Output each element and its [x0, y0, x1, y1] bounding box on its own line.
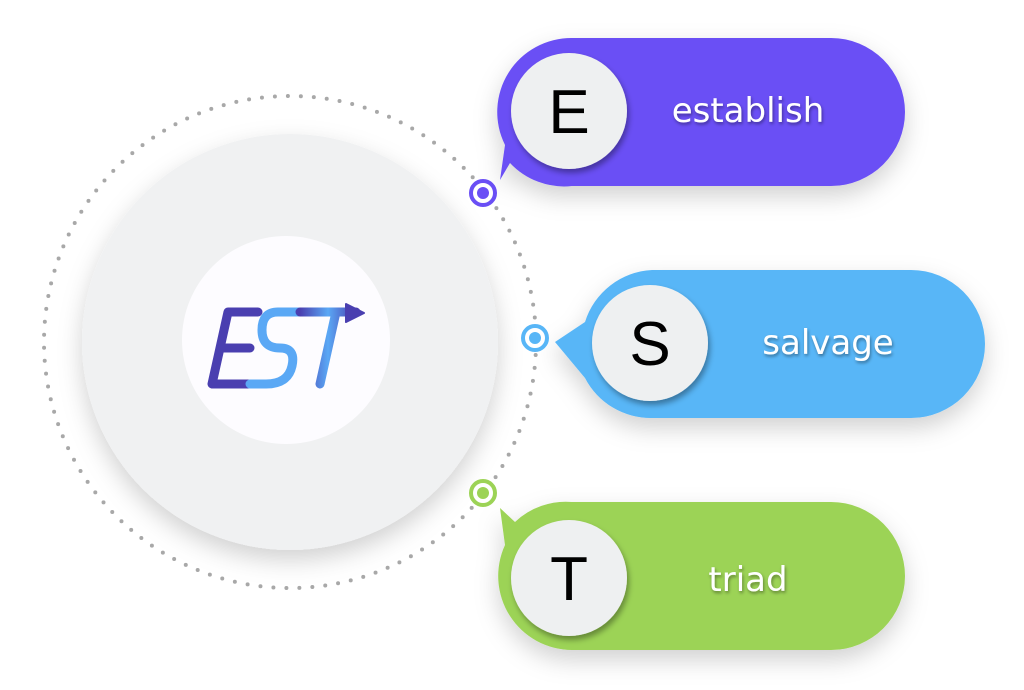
word-establish: establish — [672, 91, 825, 131]
est-logo — [207, 303, 365, 389]
letter-t: T — [550, 545, 588, 614]
item-triad: T triad — [469, 479, 905, 650]
item-salvage: S salvage — [521, 270, 985, 419]
logo-circle — [182, 236, 390, 444]
word-triad: triad — [708, 560, 787, 600]
letter-e: E — [548, 78, 589, 147]
item-establish: E establish — [469, 37, 905, 207]
letter-s: S — [629, 310, 670, 379]
word-salvage: salvage — [762, 323, 893, 363]
